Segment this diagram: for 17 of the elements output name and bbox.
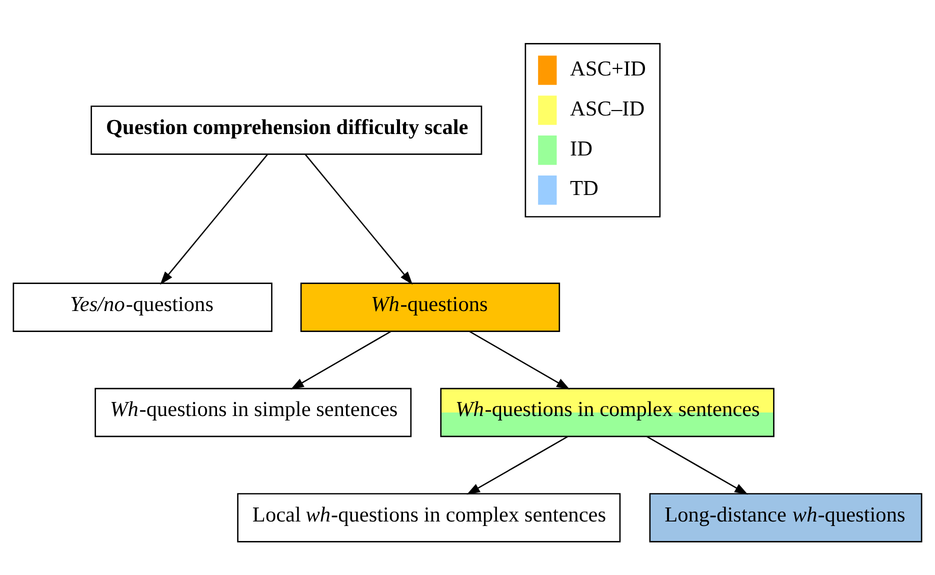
arrow bbox=[160, 153, 268, 284]
node-box: Local wh-questions in complex sentences bbox=[237, 492, 621, 542]
arrow bbox=[469, 330, 570, 389]
node-box: Long-distance wh-questions bbox=[649, 492, 922, 542]
legend-label: ID bbox=[570, 136, 593, 160]
arrow bbox=[290, 330, 392, 389]
node-box: Wh-questions in complex sentences bbox=[440, 387, 774, 437]
arrow bbox=[466, 436, 568, 494]
node-box: Wh-questions bbox=[300, 282, 560, 332]
arrow bbox=[304, 153, 413, 284]
legend-label: TD bbox=[570, 176, 598, 200]
node-box: Yes/no-questions bbox=[12, 282, 272, 332]
arrow bbox=[646, 436, 748, 494]
legend-label: ASC+ID bbox=[570, 56, 646, 80]
legend-label: ASC–ID bbox=[570, 96, 645, 120]
node-box: Wh-questions in simple sentences bbox=[94, 387, 412, 437]
node-box: Question comprehension difficulty scale bbox=[90, 105, 482, 154]
